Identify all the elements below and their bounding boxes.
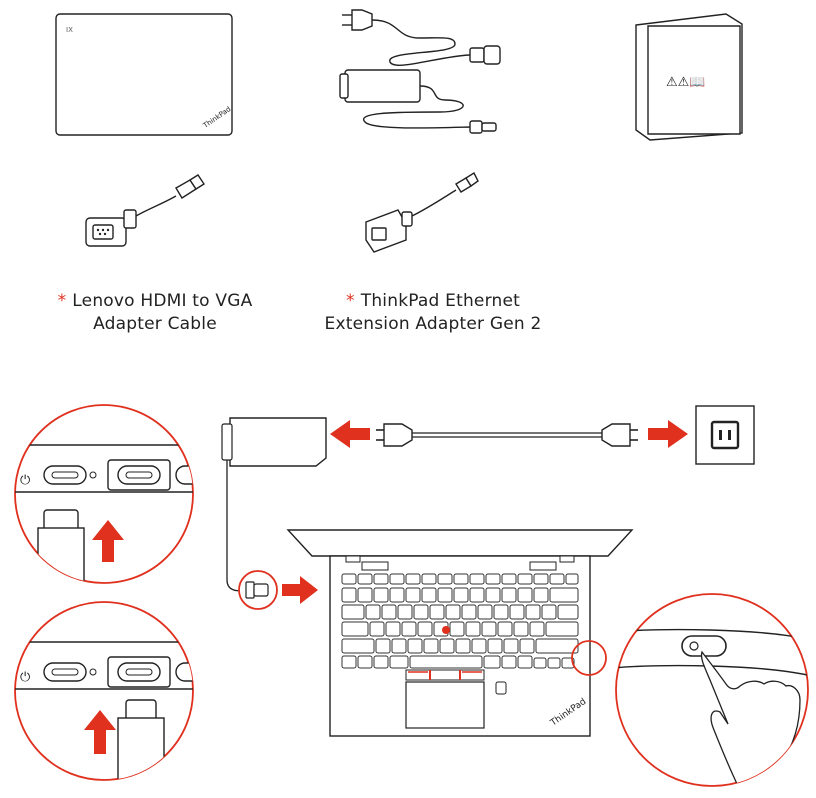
ac-adapter-icon (221, 417, 327, 592)
caption-line-2: Extension Adapter Gen 2 (324, 314, 542, 334)
power-outlet-icon (695, 405, 755, 465)
arrow-left-icon (330, 420, 370, 448)
laptop-icon: ThinkPad (286, 529, 634, 737)
hdmi-to-vga-adapter-icon (85, 174, 205, 247)
ac-adapter-icon (339, 69, 497, 134)
zoom-power-button (615, 593, 809, 787)
caption-line-1: Lenovo HDMI to VGA (72, 291, 253, 311)
caption-hdmi-vga: *Lenovo HDMI to VGA Adapter Cable (30, 290, 280, 336)
arrow-up-icon (92, 520, 124, 562)
documentation-icon: ⚠⚠📖 (635, 13, 743, 141)
arrow-right-icon (648, 420, 688, 448)
ac-power-cord-icon (342, 9, 501, 66)
required-star: * (346, 291, 355, 311)
ac-power-cord-icon (376, 423, 638, 447)
arrow-right-icon (282, 576, 318, 604)
sleeve-tag: IX (66, 26, 73, 34)
power-port-icon: ⏻ (20, 473, 30, 488)
trackpoint (442, 626, 450, 634)
zoom-usb-c-port-1: ⏻ (14, 404, 194, 584)
caption-ethernet: *ThinkPad Ethernet Extension Adapter Gen… (308, 290, 558, 336)
finger-press-icon (700, 650, 801, 786)
ethernet-adapter-icon (365, 171, 479, 253)
usb-c-connector-icon (238, 570, 278, 610)
zoom-usb-c-port-2: ⏻ (14, 601, 194, 781)
svg-text:⏻: ⏻ (20, 670, 30, 685)
laptop-sleeve-icon: IX ThinkPad (55, 13, 233, 136)
caption-line-2: Adapter Cable (93, 314, 217, 334)
caption-line-1: ThinkPad Ethernet (360, 291, 520, 311)
required-star: * (57, 291, 67, 311)
power-button-highlight (571, 640, 607, 676)
power-button-icon (681, 635, 727, 657)
safety-symbols: ⚠⚠📖 (666, 75, 706, 90)
arrow-up-icon (84, 710, 116, 754)
